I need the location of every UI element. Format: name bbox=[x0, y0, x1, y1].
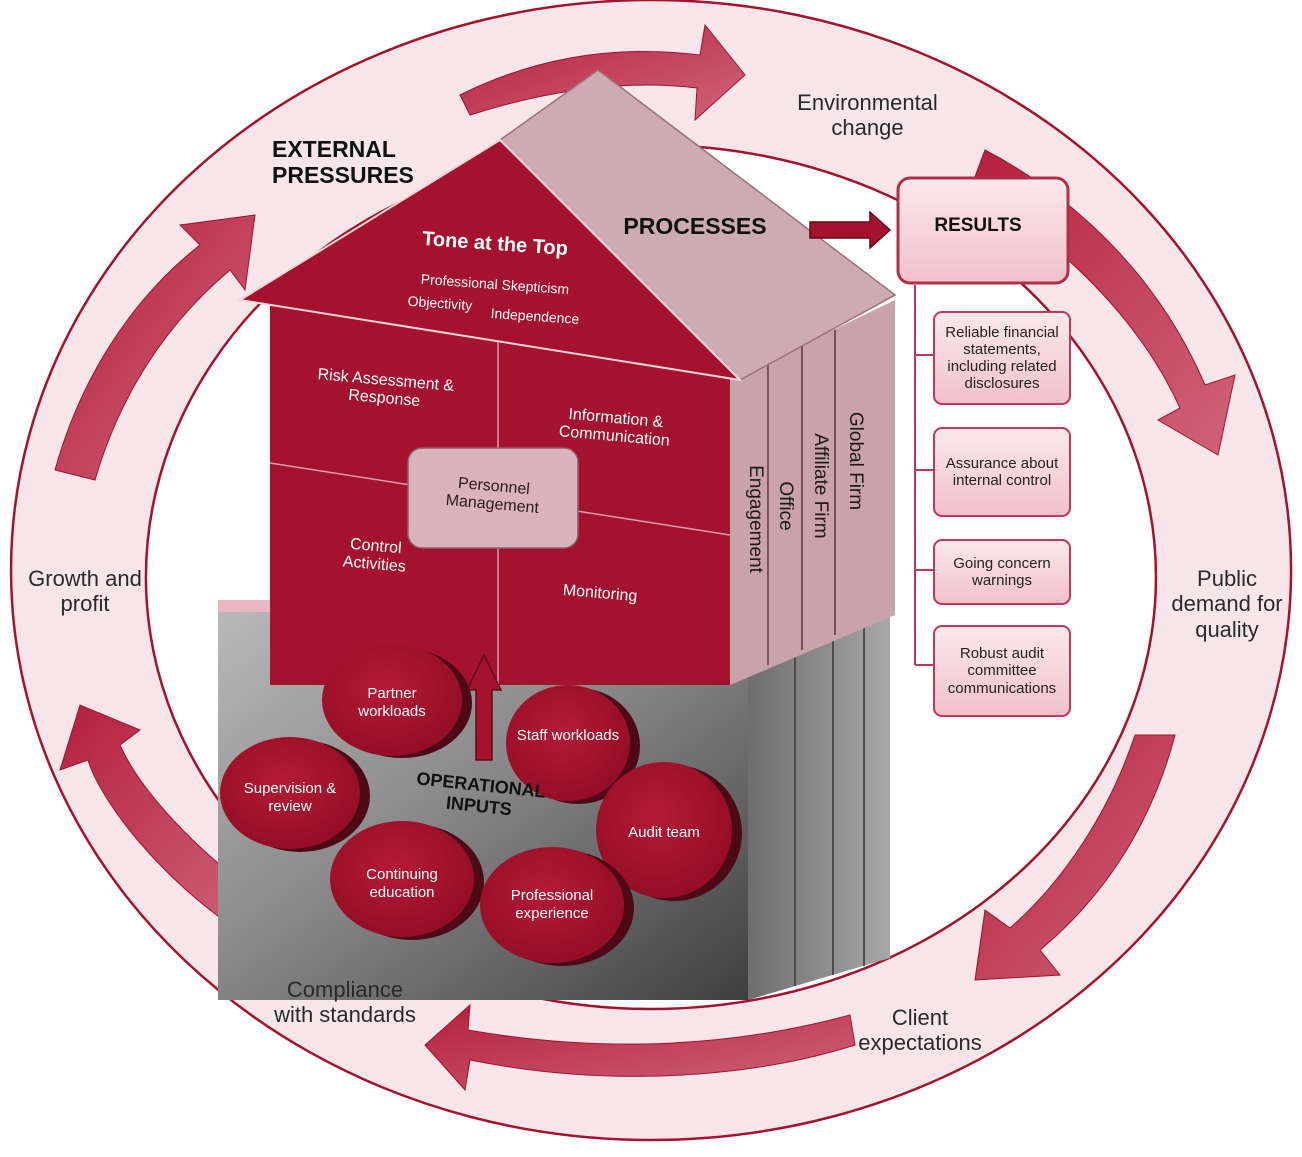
processes-label: PROCESSES bbox=[623, 213, 767, 239]
personnel-box bbox=[407, 447, 579, 549]
result-item-3: Going concern warnings bbox=[953, 554, 1051, 589]
external-pressures-label: EXTERNAL PRESSURES bbox=[272, 136, 414, 189]
label-public-demand: Public demand for quality bbox=[1171, 566, 1283, 642]
processes-arrow bbox=[809, 210, 892, 250]
level-office: Office bbox=[775, 481, 796, 531]
up-arrow bbox=[465, 653, 503, 761]
outer-ring bbox=[9, 0, 1293, 1142]
input-supervision-review: Supervision & review bbox=[243, 780, 337, 815]
results-connector bbox=[914, 285, 935, 666]
level-engagement: Engagement bbox=[745, 465, 766, 573]
label-compliance: Compliance with standards bbox=[274, 977, 416, 1028]
results-title: RESULTS bbox=[934, 215, 1022, 236]
level-affiliate-firm: Affiliate Firm bbox=[810, 433, 831, 539]
input-continuing-education: Continuing education bbox=[366, 866, 438, 901]
input-staff-workloads: Staff workloads bbox=[516, 727, 620, 744]
label-client-expectations: Client expectations bbox=[858, 1005, 982, 1056]
result-item-1: Reliable financial statements, including… bbox=[945, 323, 1059, 393]
label-growth: Growth and profit bbox=[28, 566, 142, 617]
input-circles bbox=[220, 644, 742, 966]
label-environmental-change: Environmental change bbox=[797, 90, 938, 141]
result-item-4: Robust audit committee communications bbox=[947, 645, 1057, 697]
results-box bbox=[896, 176, 1070, 285]
result-item-2: Assurance about internal control bbox=[945, 454, 1059, 489]
house-roof bbox=[237, 69, 897, 382]
result-item-boxes bbox=[933, 311, 1071, 717]
input-partner-workloads: Partner workloads bbox=[358, 685, 426, 720]
side-panels bbox=[730, 300, 895, 685]
input-audit-team: Audit team bbox=[628, 824, 700, 841]
level-global-firm: Global Firm bbox=[845, 411, 866, 511]
input-professional-experience: Professional experience bbox=[510, 887, 594, 922]
